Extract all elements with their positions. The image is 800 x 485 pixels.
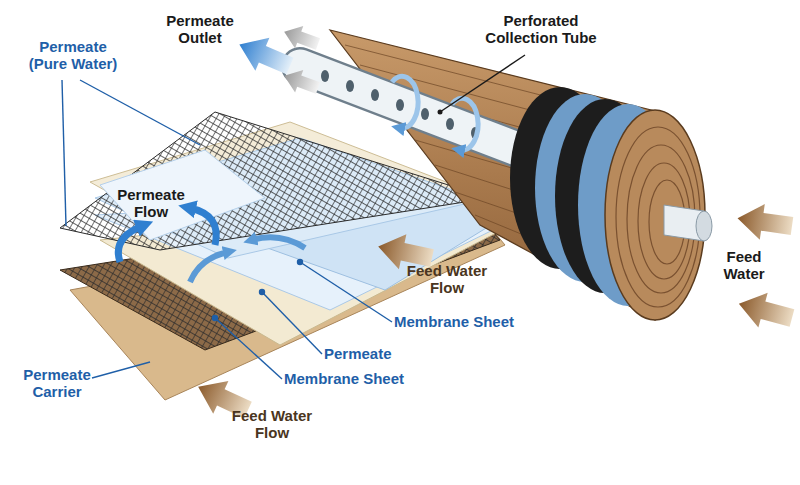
perforation — [371, 89, 379, 101]
leader-line — [62, 80, 66, 226]
flow-arrow — [190, 208, 216, 245]
perforation — [446, 118, 454, 130]
leader-dot — [260, 290, 265, 295]
rotation-arrow — [452, 98, 478, 150]
leader-line — [262, 292, 322, 354]
part-label: Feed Water — [710, 248, 778, 283]
leader-line — [440, 55, 525, 112]
part-label: Perforated Collection Tube — [475, 12, 607, 47]
permeate-sheet — [100, 150, 265, 240]
part-label: Permeate Carrier — [18, 366, 96, 401]
part-label: Permeate Flow — [112, 186, 190, 221]
part-label: Membrane Sheet — [394, 313, 514, 330]
part-label: Feed Water Flow — [223, 407, 321, 442]
leader-line — [92, 362, 150, 378]
flow-arrow — [190, 252, 228, 282]
tube-perforations — [321, 70, 479, 139]
leader-dot — [438, 110, 443, 115]
leader-line — [215, 318, 282, 379]
leader-line — [80, 80, 200, 145]
feed-water-arrow — [734, 286, 796, 335]
leader-lines — [62, 80, 392, 379]
leader-dot — [298, 260, 303, 265]
feed-water-arrow — [735, 201, 794, 244]
part-label: Membrane Sheet — [284, 370, 404, 387]
perforation — [321, 70, 329, 82]
flow-arrow — [252, 237, 305, 248]
collection-tube — [300, 66, 525, 152]
perforation — [346, 80, 354, 92]
permeate-outlet-arrow — [280, 64, 322, 99]
perforation — [396, 99, 404, 111]
rotation-arrow — [392, 76, 418, 128]
leader-dot — [213, 316, 218, 321]
part-label: Feed Water Flow — [398, 262, 496, 297]
part-label: Permeate — [324, 345, 392, 362]
grain-line — [345, 45, 560, 100]
part-label: Permeate (Pure Water) — [22, 38, 124, 73]
roll-end-face — [605, 110, 705, 320]
permeate-outlet-arrow — [280, 20, 322, 55]
perforation — [421, 108, 429, 120]
collection-tube-edge — [300, 66, 525, 152]
part-label: Permeate Outlet — [160, 12, 240, 47]
leader-line — [300, 262, 392, 322]
tube-opening — [696, 211, 712, 241]
flow-arrow — [118, 226, 142, 262]
